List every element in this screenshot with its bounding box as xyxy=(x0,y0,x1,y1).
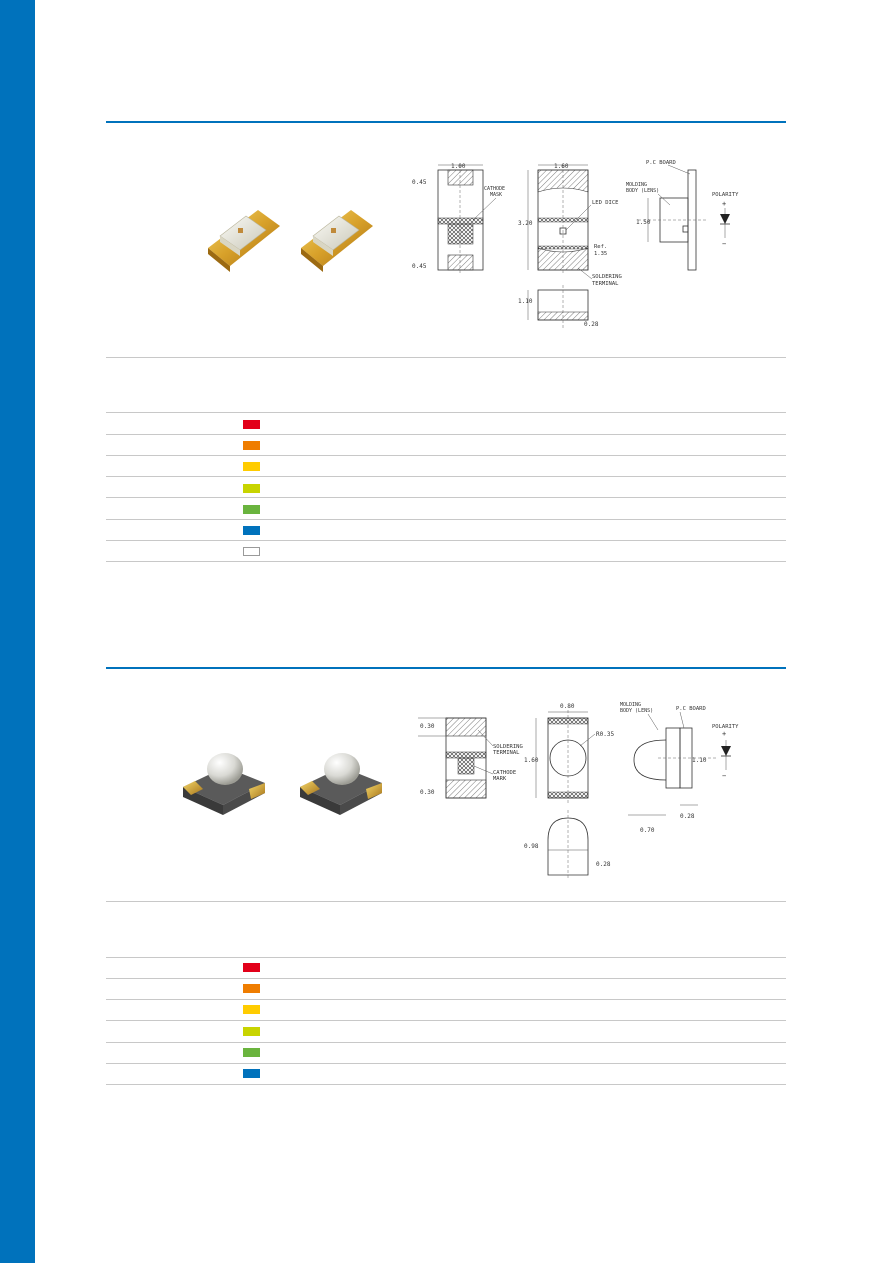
dim-pad-label: 0.28 xyxy=(596,861,611,868)
led-dice-label: LED DICE xyxy=(592,200,619,206)
diode-symbol-icon xyxy=(721,746,731,756)
side-profile-view: 1.50 P.C BOARD MOLDING BODY (LENS) POLAR… xyxy=(626,160,739,271)
front-view: 1.60 3.20 LED DICE Ref. 1.35 SOLDERING T… xyxy=(518,163,622,287)
dim-base-label: 0.70 xyxy=(640,827,655,834)
table1-header-rule xyxy=(106,412,786,413)
table2-row-rule xyxy=(106,1042,786,1043)
table1-row-rule xyxy=(106,434,786,435)
dim-width-label: 1.00 xyxy=(451,163,466,170)
table1-row-rule xyxy=(106,497,786,498)
top-view: 1.00 0.45 0.45 CATHODE MASK xyxy=(412,163,505,275)
table2-row-rule xyxy=(106,999,786,1000)
table2-bottom-rule xyxy=(106,1084,786,1085)
dim-top-label: 0.30 xyxy=(420,723,435,730)
radius-label: R0.35 xyxy=(596,731,614,738)
color-chip-orange xyxy=(243,984,260,993)
section1-top-rule xyxy=(106,121,786,123)
section1-dimension-drawing: 1.00 0.45 0.45 CATHODE MASK 1.60 3.20 LE… xyxy=(412,160,739,328)
led-dome-2 xyxy=(300,753,382,815)
table1-bottom-rule xyxy=(106,561,786,562)
color-chip-blue xyxy=(243,1069,260,1078)
cathode-mask-label-2: MASK xyxy=(490,192,502,198)
color-chip-green xyxy=(243,505,260,514)
table1-row-rule xyxy=(106,519,786,520)
color-chip-red xyxy=(243,963,260,972)
soldering-label-1: SOLDERING xyxy=(592,274,622,280)
dim-height-label: 1.60 xyxy=(524,757,539,764)
molding-label-1: MOLDING xyxy=(626,182,647,188)
color-chip-blue xyxy=(243,526,260,535)
dim-thickness-label: 1.10 xyxy=(518,298,533,305)
color-chip-white xyxy=(243,547,260,556)
dim-side-label: 1.50 xyxy=(636,219,651,226)
polarity-plus: + xyxy=(722,200,726,208)
blue-sidebar xyxy=(0,0,35,1263)
polarity-plus: + xyxy=(722,730,726,738)
molding-label-2: BODY (LENS) xyxy=(626,188,659,194)
dim-width2-label: 1.60 xyxy=(554,163,569,170)
molding-label-2: BODY (LENS) xyxy=(620,708,653,714)
polarity-minus: − xyxy=(722,240,726,248)
led-dome-1 xyxy=(183,753,265,815)
color-chip-orange xyxy=(243,441,260,450)
table2-row-rule xyxy=(106,1020,786,1021)
table1-row-rule xyxy=(106,540,786,541)
dim-bottom-label: 0.45 xyxy=(412,263,427,270)
color-chip-yellow xyxy=(243,462,260,471)
section2-dimension-drawing: 0.30 0.30 SOLDERING TERMINAL CATHODE MAR… xyxy=(418,702,739,880)
cathode-mask-label-1: CATHODE xyxy=(484,186,505,192)
dim-width-label: 0.80 xyxy=(560,703,575,710)
molding-label-1: MOLDING xyxy=(620,702,641,708)
color-chip-lime xyxy=(243,1027,260,1036)
soldering-label-2: TERMINAL xyxy=(493,750,520,756)
polarity-label: POLARITY xyxy=(712,724,739,730)
table2-header-rule xyxy=(106,957,786,958)
ref-value-label: 1.35 xyxy=(594,251,607,257)
diode-symbol-icon xyxy=(720,214,730,224)
cathode-mark-label-1: CATHODE xyxy=(493,770,516,776)
section2-top-rule xyxy=(106,667,786,669)
bottom-side-view: 1.10 0.28 xyxy=(518,285,599,328)
section1-divider-top xyxy=(106,357,786,358)
ref-label: Ref. xyxy=(594,244,607,250)
led-flat-2 xyxy=(301,210,373,272)
table2-row-rule xyxy=(106,1063,786,1064)
front-view: 0.80 1.60 R0.35 xyxy=(524,703,614,805)
section1-product-photo xyxy=(208,210,373,272)
side-profile-view: MOLDING BODY (LENS) P.C BOARD POLARITY +… xyxy=(620,702,739,834)
dim-dome-label: 0.98 xyxy=(524,843,539,850)
bottom-dome-view: 0.98 0.28 xyxy=(524,810,611,880)
table2-row-rule xyxy=(106,978,786,979)
dim-pad-label: 0.28 xyxy=(584,321,599,328)
soldering-label-2: TERMINAL xyxy=(592,281,619,287)
section2-product-photo xyxy=(183,753,382,815)
dim-height-label: 3.20 xyxy=(518,220,533,227)
color-chip-red xyxy=(243,420,260,429)
cathode-mark-label-2: MARK xyxy=(493,776,507,782)
soldering-label-1: SOLDERING xyxy=(493,744,523,750)
polarity-label: POLARITY xyxy=(712,192,739,198)
color-chip-yellow xyxy=(243,1005,260,1014)
color-chip-green xyxy=(243,1048,260,1057)
polarity-minus: − xyxy=(722,772,726,780)
dim-top-label: 0.45 xyxy=(412,179,427,186)
led-flat-1 xyxy=(208,210,280,272)
dim-bottom-label: 0.30 xyxy=(420,789,435,796)
pc-board-label: P.C BOARD xyxy=(646,160,676,166)
pc-board-label: P.C BOARD xyxy=(676,706,706,712)
table1-row-rule xyxy=(106,476,786,477)
section2-divider-top xyxy=(106,901,786,902)
color-chip-lime xyxy=(243,484,260,493)
table1-row-rule xyxy=(106,455,786,456)
top-view: 0.30 0.30 SOLDERING TERMINAL CATHODE MAR… xyxy=(418,717,523,799)
dim-side-label: 1.10 xyxy=(692,757,707,764)
dim-board-label: 0.28 xyxy=(680,813,695,820)
